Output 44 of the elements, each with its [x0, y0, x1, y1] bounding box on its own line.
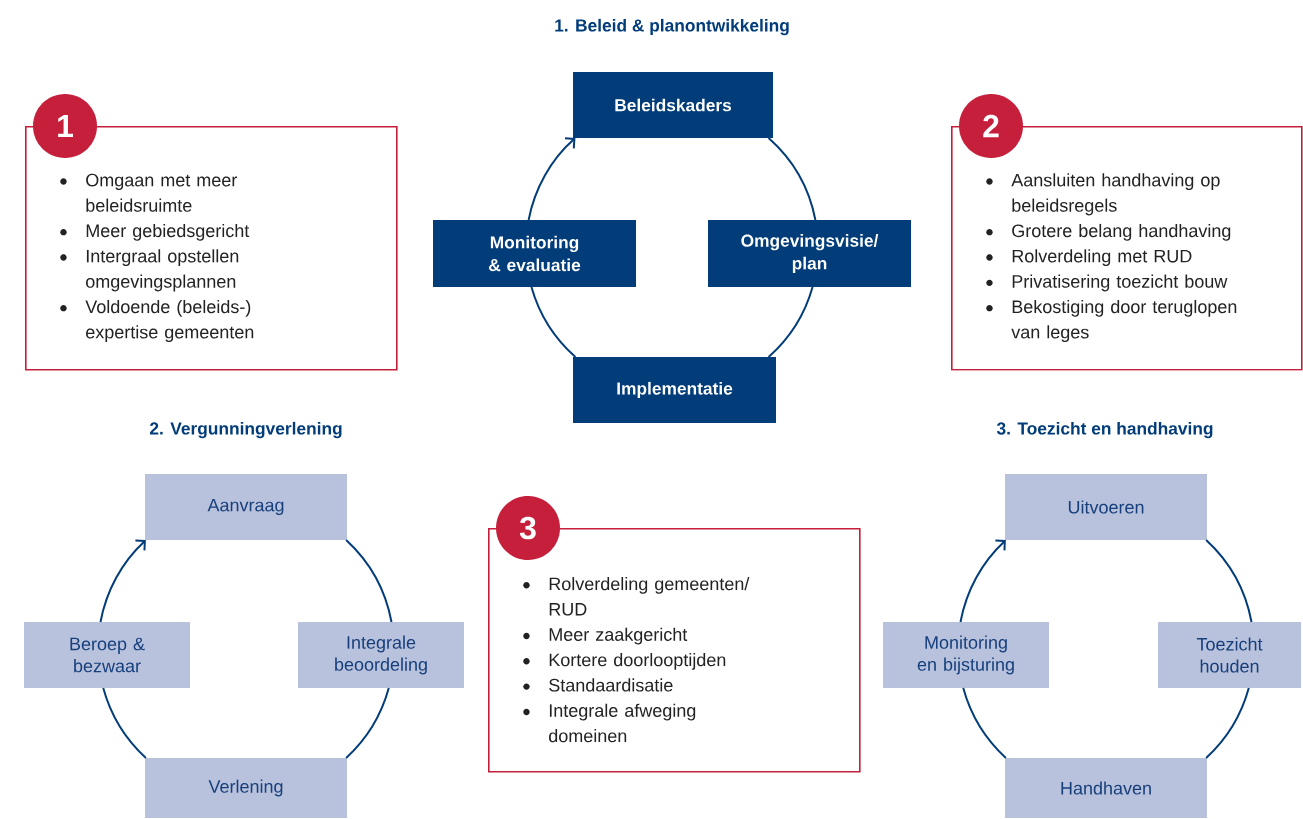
cycle-arc — [767, 286, 814, 358]
cycle-arc — [1205, 539, 1253, 623]
number-badge: 3 — [496, 496, 560, 560]
cycle-arrow — [959, 539, 1006, 623]
cycle-arrow — [99, 539, 146, 623]
step-box: Toezicht houden — [1158, 622, 1301, 688]
node-label: Rolverdeling gemeenten/ RUD — [549, 577, 750, 616]
process-box: Implementatie — [573, 357, 776, 423]
step-box: Monitoring en bijsturing — [883, 622, 1049, 688]
cycle-arc — [345, 687, 390, 759]
cycle-arc — [345, 539, 393, 623]
step-box: Aanvraag — [145, 474, 347, 540]
node-label: Grotere belang handhaving — [1012, 223, 1231, 241]
node-label: Aansluiten handhaving op beleidsregels — [1011, 173, 1220, 216]
node-label: Omgaan met meer beleidsruimte — [86, 173, 237, 212]
node-label: Intergraal opstellen omgevingsplannen — [86, 249, 239, 292]
step-box: Verlening — [145, 758, 347, 818]
step-box: Integrale beoordeling — [298, 622, 464, 688]
cycle-arrow — [527, 137, 576, 221]
node-label: Kortere doorlooptijden — [549, 653, 726, 670]
number-badge: 1 — [33, 94, 97, 158]
number-badge: 2 — [959, 94, 1023, 158]
cycle-arc — [530, 286, 577, 358]
section-heading: 2. Vergunningverlening — [150, 421, 342, 439]
cycle-arc — [962, 687, 1007, 759]
node-label: Rolverdeling met RUD — [1012, 249, 1192, 267]
section-heading: 3. Toezicht en handhaving — [996, 421, 1213, 439]
node-label: Integrale afweging domeinen — [549, 703, 696, 743]
node-label: Standaardisatie — [549, 678, 673, 692]
section-heading: 1. Beleid & planontwikkeling — [555, 18, 789, 36]
node-label: Meer gebiedsgericht — [86, 223, 250, 241]
cycle-arc — [102, 687, 147, 759]
process-box: Monitoring & evaluatie — [433, 220, 636, 287]
node-label: Meer zaakgericht — [549, 627, 688, 645]
node-label: Bekostiging door teruglopen van leges — [1011, 299, 1237, 343]
cycle-arc — [1205, 687, 1250, 759]
process-box: Omgevingsvisie/ plan — [708, 220, 911, 287]
node-label: Privatisering toezicht bouw — [1012, 274, 1228, 292]
step-box: Handhaven — [1005, 758, 1207, 818]
cycle-arc — [767, 137, 817, 221]
process-box: Beleidskaders — [573, 72, 773, 138]
step-box: Uitvoeren — [1005, 474, 1207, 540]
step-box: Beroep & bezwaar — [24, 622, 190, 688]
node-label: Voldoende (beleids-) expertise gemeenten — [85, 299, 254, 343]
